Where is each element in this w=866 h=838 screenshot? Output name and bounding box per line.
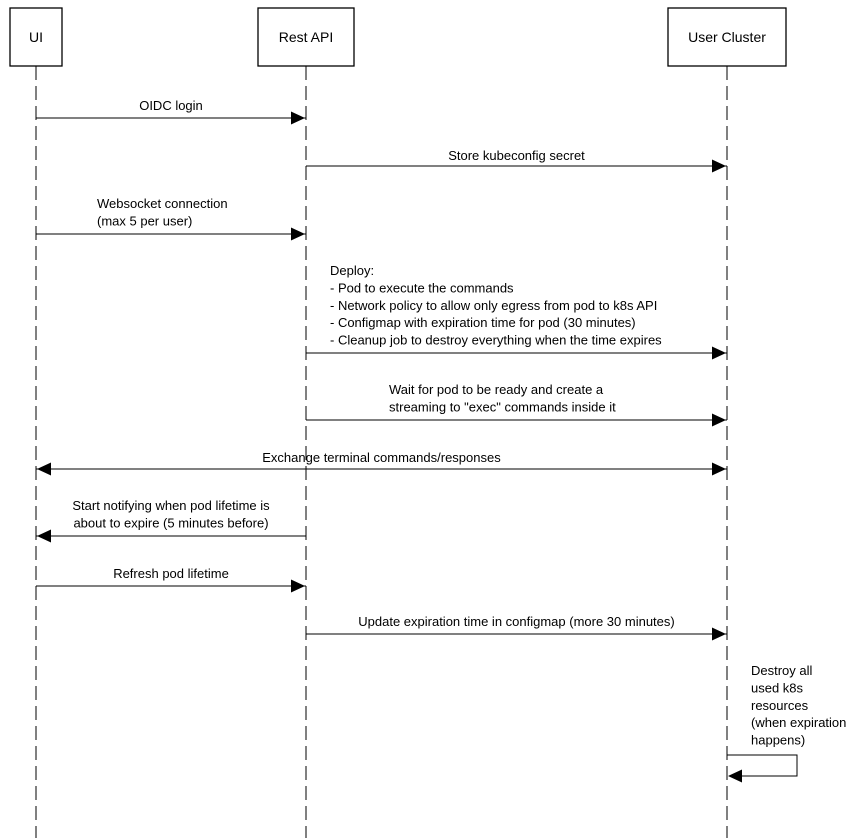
message-6: Exchange terminal commands/responses (36, 450, 727, 476)
message-label: Store kubeconfig secret (448, 148, 585, 163)
message-label: Websocket connection (97, 196, 228, 211)
arrowhead (728, 769, 742, 783)
message-label: Refresh pod lifetime (113, 566, 229, 581)
arrowhead (712, 159, 726, 173)
actor-box (257, 7, 355, 67)
arrowhead (291, 579, 305, 593)
arrowhead (712, 462, 726, 476)
message-label: - Network policy to allow only egress fr… (330, 298, 657, 313)
message-5: Wait for pod to be ready and create a str… (306, 382, 727, 427)
actor-cluster: User Cluster (667, 7, 787, 67)
message-label: - Pod to execute the commands (330, 280, 514, 295)
actor-box (9, 7, 63, 67)
message-3: Websocket connection (max 5 per user) (36, 196, 306, 241)
message-label: Update expiration time in configmap (mor… (358, 614, 674, 629)
message-label: Deploy: (330, 263, 374, 278)
actor-label: User Cluster (688, 29, 766, 45)
message-arrow (727, 754, 798, 777)
message-label: Start notifying when pod lifetime is (72, 498, 270, 513)
arrowhead (291, 227, 305, 241)
message-label: about to expire (5 minutes before) (73, 515, 268, 530)
actor-api: Rest API (257, 7, 355, 67)
message-4: Deploy: - Pod to execute the commands - Ne… (306, 263, 727, 360)
message-label: OIDC login (139, 98, 203, 113)
message-8: Refresh pod lifetime (36, 566, 306, 593)
message-10: Destroy all used k8s resources (when expira… (727, 663, 846, 783)
arrowhead (712, 413, 726, 427)
message-1: OIDC login (36, 98, 306, 125)
message-label: (max 5 per user) (97, 213, 192, 228)
actor-box (667, 7, 787, 67)
actor-label: UI (29, 29, 43, 45)
message-label: Destroy all (751, 663, 813, 678)
message-7: Start notifying when pod lifetime is abou… (36, 498, 306, 543)
message-label: resources (751, 698, 809, 713)
message-label: Wait for pod to be ready and create a (389, 382, 604, 397)
arrowhead (37, 462, 51, 476)
arrowhead (712, 346, 726, 360)
message-label: used k8s (751, 680, 804, 695)
arrowhead (712, 627, 726, 641)
message-label: - Configmap with expiration time for pod… (330, 315, 636, 330)
actor-label: Rest API (279, 29, 333, 45)
message-label: happens) (751, 733, 805, 748)
message-9: Update expiration time in configmap (mor… (306, 614, 727, 641)
arrowhead (37, 529, 51, 543)
arrowhead (291, 111, 305, 125)
actor-ui: UI (9, 7, 63, 67)
message-2: Store kubeconfig secret (306, 148, 727, 173)
message-label: Exchange terminal commands/responses (262, 450, 501, 465)
message-label: streaming to "exec" commands inside it (389, 399, 616, 414)
message-label: - Cleanup job to destroy everything when… (330, 333, 662, 348)
message-label: (when expiration (751, 715, 846, 730)
